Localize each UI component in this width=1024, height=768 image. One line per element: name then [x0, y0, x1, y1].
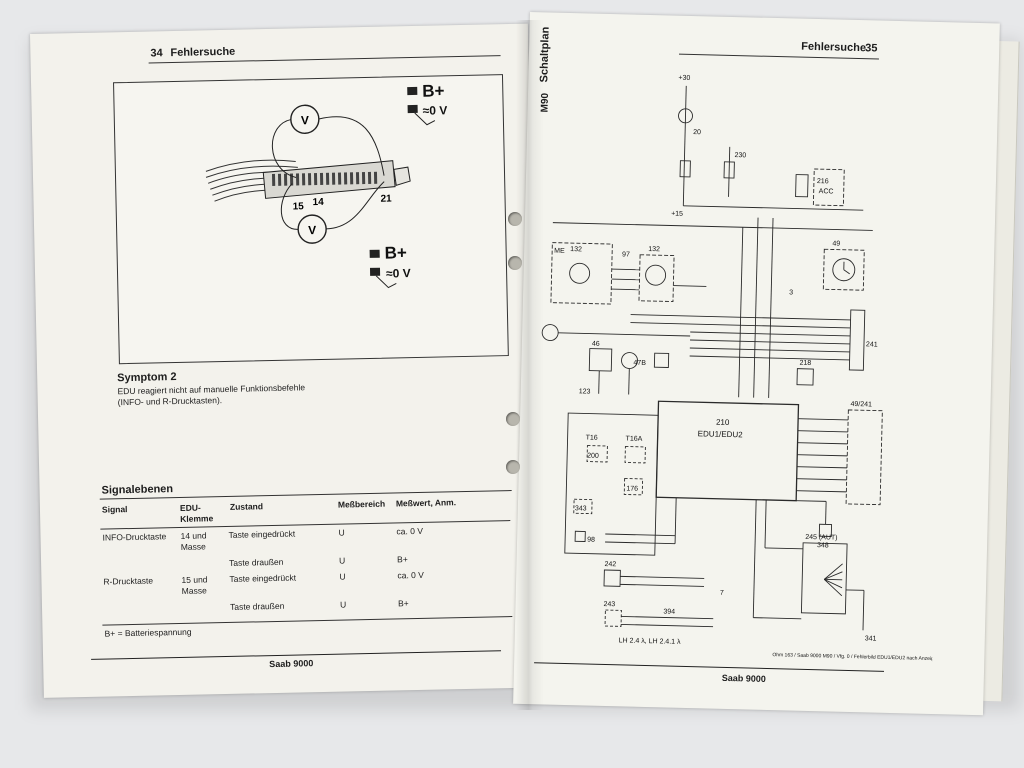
svg-text:T16A: T16A	[626, 435, 643, 442]
connector-measurement-illustration: B+ ≈0 V B+ ≈0 V V V 15 14 21	[205, 81, 448, 289]
cell-wert: ca. 0 V	[396, 525, 424, 537]
svg-text:210: 210	[716, 418, 730, 427]
pin-21-label: 21	[380, 193, 392, 204]
fuse-20	[678, 108, 693, 124]
pressed-button-icon-bottom	[369, 267, 381, 276]
finger-icon-bottom	[375, 275, 397, 289]
left-page: 34 Fehlersuche	[30, 23, 542, 698]
svg-text:242: 242	[604, 561, 616, 568]
cell-bereich: U	[338, 527, 345, 538]
header-klemme: Klemme	[180, 513, 214, 524]
svg-text:EDU1/EDU2: EDU1/EDU2	[698, 429, 744, 439]
wiring-schematic: +30 20 230 +15 216 ACC ME 132 132 97 49 …	[541, 75, 937, 662]
binder-hole	[508, 212, 522, 226]
cell-signal: INFO-Drucktaste	[102, 531, 167, 543]
cell-bereich: U	[339, 599, 347, 610]
svg-text:218: 218	[799, 360, 811, 367]
finger-icon-top	[414, 112, 436, 126]
svg-text:LH 2.4 λ, LH 2.4.1 λ: LH 2.4 λ, LH 2.4.1 λ	[619, 637, 682, 646]
svg-text:123: 123	[579, 388, 591, 395]
right-page-number: 35	[865, 42, 878, 55]
svg-text:T16: T16	[586, 434, 598, 441]
right-page: Fehlersuche 35 Schaltplan M90	[513, 12, 1000, 716]
signal-table: Signal EDU- Klemme Zustand Meßbereich Me…	[100, 494, 513, 639]
cell-klemme-2: Masse	[180, 541, 206, 552]
binder-hole	[506, 460, 520, 474]
b-plus-label-bottom: B+	[384, 243, 407, 262]
left-page-number: 34	[150, 47, 163, 60]
book-spine	[516, 20, 544, 710]
symptom-title: Symptom 2	[117, 371, 177, 385]
svg-text:49/241: 49/241	[850, 401, 872, 409]
cell-wert: ca. 0 V	[397, 569, 424, 581]
header-zustand: Zustand	[229, 501, 264, 512]
pressed-button-icon-top	[407, 104, 418, 114]
button-icon-top	[407, 86, 418, 96]
svg-text:20: 20	[693, 129, 701, 136]
cell-bereich: U	[339, 571, 346, 582]
svg-text:49: 49	[832, 240, 840, 247]
binder-hole	[508, 256, 522, 270]
cell-wert: B+	[396, 554, 408, 565]
cell-wert: B+	[397, 598, 409, 609]
svg-text:+15: +15	[671, 211, 683, 218]
svg-text:ACC: ACC	[819, 188, 834, 195]
svg-text:343: 343	[575, 505, 587, 512]
cell-klemme-2: Masse	[181, 585, 207, 596]
svg-text:7: 7	[720, 590, 724, 597]
symptom-description: EDU reagiert nicht auf manuelle Funktion…	[117, 382, 337, 409]
svg-text:200: 200	[587, 453, 599, 460]
cell-zustand: Taste eingedrückt	[229, 572, 297, 584]
svg-text:176: 176	[626, 485, 638, 492]
zero-volt-label-bottom: ≈0 V	[386, 266, 411, 281]
cell-bereich: U	[338, 555, 346, 566]
svg-text:98: 98	[587, 537, 595, 544]
svg-text:243: 243	[603, 601, 615, 608]
svg-text:230: 230	[734, 152, 746, 159]
svg-text:+30: +30	[678, 75, 690, 82]
cell-zustand: Taste eingedrückt	[228, 528, 296, 540]
header-edu: EDU-	[179, 502, 201, 513]
button-icon-bottom	[369, 249, 380, 258]
cell-klemme: 15 und	[181, 574, 208, 585]
binder-hole	[506, 412, 520, 426]
meter-label-top: V	[301, 113, 309, 127]
svg-text:341: 341	[865, 635, 877, 642]
svg-text:47B: 47B	[633, 360, 646, 367]
svg-text:132: 132	[570, 246, 582, 253]
cell-zustand: Taste draußen	[229, 556, 284, 568]
signal-section-title: Signalebenen	[101, 483, 174, 497]
svg-text:394: 394	[663, 608, 675, 615]
svg-text:Ohm 163 / Saab 9000 M90 / Vfg.: Ohm 163 / Saab 9000 M90 / Vfg. 0 / Fehle…	[772, 652, 937, 662]
cell-signal: R-Drucktaste	[103, 575, 154, 587]
left-footer: Saab 9000	[269, 658, 314, 670]
svg-text:ME: ME	[554, 248, 565, 255]
zero-volt-label-top: ≈0 V	[423, 103, 448, 118]
svg-text:348: 348	[817, 542, 829, 549]
svg-text:245 (AUT): 245 (AUT)	[805, 534, 837, 542]
header-messwert: Meßwert, Anm.	[395, 497, 457, 509]
table-bottom-rule	[102, 616, 513, 626]
battery-footnote: B+ = Batteriespannung	[104, 626, 192, 639]
pin-15-label: 15	[293, 201, 305, 212]
diagnostic-figure: B+ ≈0 V B+ ≈0 V V V 15 14 21	[113, 74, 509, 365]
svg-text:46: 46	[592, 341, 600, 348]
pin-14-label: 14	[312, 197, 324, 208]
cell-klemme: 14 und	[180, 530, 207, 541]
svg-text:97: 97	[622, 251, 630, 258]
svg-text:132: 132	[648, 246, 660, 253]
right-footer: Saab 9000	[721, 672, 766, 684]
svg-text:241: 241	[866, 341, 878, 348]
right-header-title: Fehlersuche	[801, 40, 867, 55]
header-signal: Signal	[101, 504, 128, 515]
svg-text:3: 3	[789, 289, 793, 296]
meter-label-bottom: V	[308, 223, 316, 237]
svg-text:216: 216	[817, 178, 829, 185]
header-messbereich: Meßbereich	[337, 498, 386, 510]
b-plus-label-top: B+	[422, 81, 445, 100]
left-header-title: Fehlersuche	[170, 45, 236, 60]
cell-zustand: Taste draußen	[229, 600, 285, 612]
right-header-rule	[679, 53, 879, 60]
